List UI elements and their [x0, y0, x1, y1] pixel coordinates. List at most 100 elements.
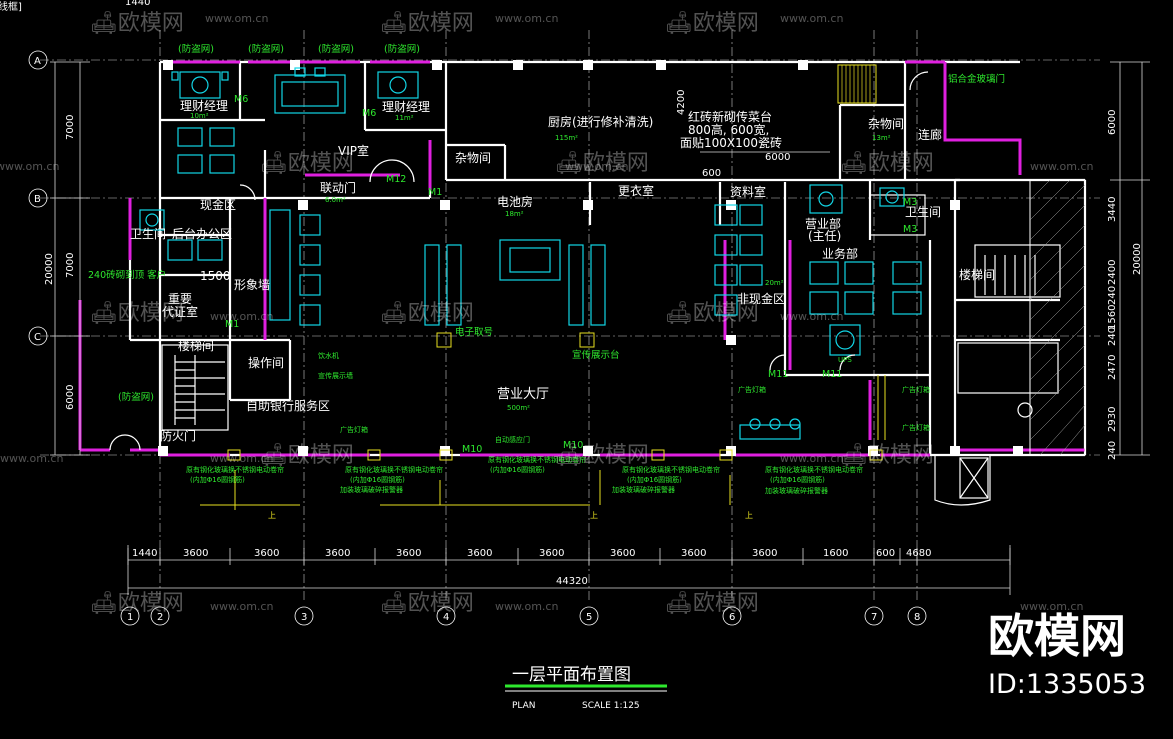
alarm-note-2: 加装玻璃破碎报警器 — [612, 485, 675, 494]
door-m1-a: M1 — [428, 187, 442, 198]
dim-right-7: 2470 — [1107, 355, 1118, 380]
corner-label: 线框] — [0, 0, 22, 13]
ad-light-b: 广告灯箱 — [902, 423, 930, 432]
scale-label: SCALE 1:125 — [582, 701, 640, 711]
door-m12: M12 — [386, 174, 406, 185]
stairs-right — [934, 255, 1036, 506]
glass-note-1: 原有钢化玻璃换不锈钢电动卷帘 — [186, 465, 284, 474]
label-back-office: 后台办公区 — [172, 226, 232, 241]
info-rack-label: 宣传展示墙 — [318, 371, 353, 380]
label-image-wall: 形象墙 — [234, 278, 270, 292]
area-e: 6.0m² — [325, 196, 346, 204]
watermark-site: www.om.cn — [780, 12, 843, 25]
queue-label: 电子取号 — [455, 326, 493, 338]
label-wealth-mgr-left: 理财经理 — [180, 99, 228, 113]
door-m10-a: M10 — [462, 444, 482, 455]
axis-bubble — [150, 606, 170, 626]
watermark-site: www.om.cn — [565, 160, 628, 173]
label-supervisor: (主任) — [808, 229, 841, 243]
watermark-site: www.om.cn — [780, 310, 843, 323]
glass-note-3: 原有钢化玻璃换不锈钢电动卷帘 — [488, 455, 586, 464]
glass-note-2b: (内加Φ16圆钢筋) — [350, 475, 405, 484]
axis-bubble — [120, 606, 140, 626]
watermark-site: www.om.cn — [210, 310, 273, 323]
dim-bottom-label: 3600 — [610, 548, 635, 559]
label-vip-room: VIP室 — [338, 143, 369, 158]
label-archive-room: 资料室 — [730, 184, 766, 199]
dim-right-5: 1560 — [1107, 305, 1118, 330]
label-stairs-right: 楼梯间 — [959, 267, 995, 282]
dim-bottom-label: 3600 — [467, 548, 492, 559]
watermark-site: www.om.cn — [0, 452, 63, 465]
drawing-title: 一层平面布置图 — [512, 665, 631, 685]
label-wall-size: 1500 — [200, 269, 231, 283]
label-business-dept: 营业部 — [805, 216, 841, 231]
yellow-marks — [200, 332, 886, 510]
watermark-brand: 🛋欧模网 — [90, 591, 184, 616]
axis-bubbles-left: A B C — [28, 50, 48, 346]
label-vault-2: 代证室 — [162, 304, 198, 319]
brand-name: 欧模网 — [988, 609, 1126, 663]
axis-B: B — [34, 194, 41, 205]
axis-number: 5 — [586, 612, 592, 623]
door-m11-b: M11 — [822, 369, 842, 380]
area-b: 11m² — [395, 114, 414, 122]
label-fire-door: 防火门 — [160, 428, 196, 443]
area-lobby: 500m² — [507, 404, 530, 412]
dim-right-6: 240 — [1107, 327, 1118, 346]
door-m1-b: M1 — [225, 319, 239, 330]
kitchen-note-2: 800高, 600宽, — [688, 122, 769, 137]
label-atm-area: 自助银行服务区 — [246, 398, 330, 413]
watermark-brand: 🛋欧模网 — [665, 301, 759, 326]
dim-bottom-label: 3600 — [325, 548, 350, 559]
label-corridor: 连廊 — [918, 127, 942, 142]
dim-bottom-label: 3600 — [752, 548, 777, 559]
watermark-site: www.om.cn — [210, 600, 273, 613]
promo-label: 宣传展示台 — [572, 349, 620, 361]
axis-number: 7 — [871, 612, 877, 623]
dim-bottom-label: 1600 — [823, 548, 848, 559]
stairs-left — [161, 344, 229, 431]
watermark-site: www.om.cn — [780, 452, 843, 465]
watermark-site: www.om.cn — [495, 600, 558, 613]
watermark-brand: 🛋欧模网 — [380, 11, 474, 36]
guard-net-5: (防盗网) — [118, 391, 154, 403]
dim-bottom-label: 3600 — [254, 548, 279, 559]
watermark-brand: 🛋欧模网 — [380, 591, 474, 616]
watermark-brand: 🛋欧模网 — [90, 301, 184, 326]
dim-bottom-label: 600 — [876, 548, 895, 559]
doors — [109, 71, 1033, 451]
label-vault: 重要 — [168, 292, 192, 306]
guard-net-1: (防盗网) — [178, 43, 214, 55]
ad-light-d: 广告灯箱 — [340, 425, 368, 434]
up-mark-2: 上 — [590, 511, 598, 520]
watermark-brand: 🛋欧模网 — [555, 151, 649, 176]
kitchen-note-3: 面贴100X100瓷砖 — [680, 135, 782, 150]
axis-A: A — [34, 56, 41, 67]
watermark-brand: 🛋欧模网 — [665, 591, 759, 616]
glass-note-5b: (内加Φ16圆钢筋) — [770, 475, 825, 484]
label-cash-area: 现金区 — [200, 197, 236, 212]
dim-total-bottom: 44320 — [556, 576, 588, 587]
dim-right-4: 240 — [1107, 286, 1118, 305]
door-m6-b: M6 — [362, 108, 376, 119]
watermark-site: www.om.cn — [495, 12, 558, 25]
water-label: 饮水机 — [318, 351, 339, 360]
dim-bottom-label: 1440 — [132, 548, 157, 559]
label-battery-room: 电池房 — [497, 194, 533, 209]
watermark-brand: 🛋欧模网 — [555, 443, 649, 468]
axis-bubble — [864, 606, 884, 626]
dim-left-total: 20000 — [44, 253, 55, 285]
label-wall-note: 240砖砌到顶 客户 — [88, 269, 166, 281]
glass-note-4: 原有钢化玻璃换不锈钢电动卷帘 — [622, 465, 720, 474]
yellow-ramp — [837, 64, 877, 104]
dim-right-1: 6000 — [1107, 110, 1118, 135]
axis-number: 3 — [301, 612, 307, 623]
axis-bubble — [294, 606, 314, 626]
axis-number: 1 — [127, 612, 133, 623]
door-m11-a: M11 — [768, 369, 788, 380]
top-partial-dim: 1440 — [125, 0, 150, 8]
dim-right-8: 2930 — [1107, 407, 1118, 432]
area-a: 10m² — [190, 112, 209, 120]
